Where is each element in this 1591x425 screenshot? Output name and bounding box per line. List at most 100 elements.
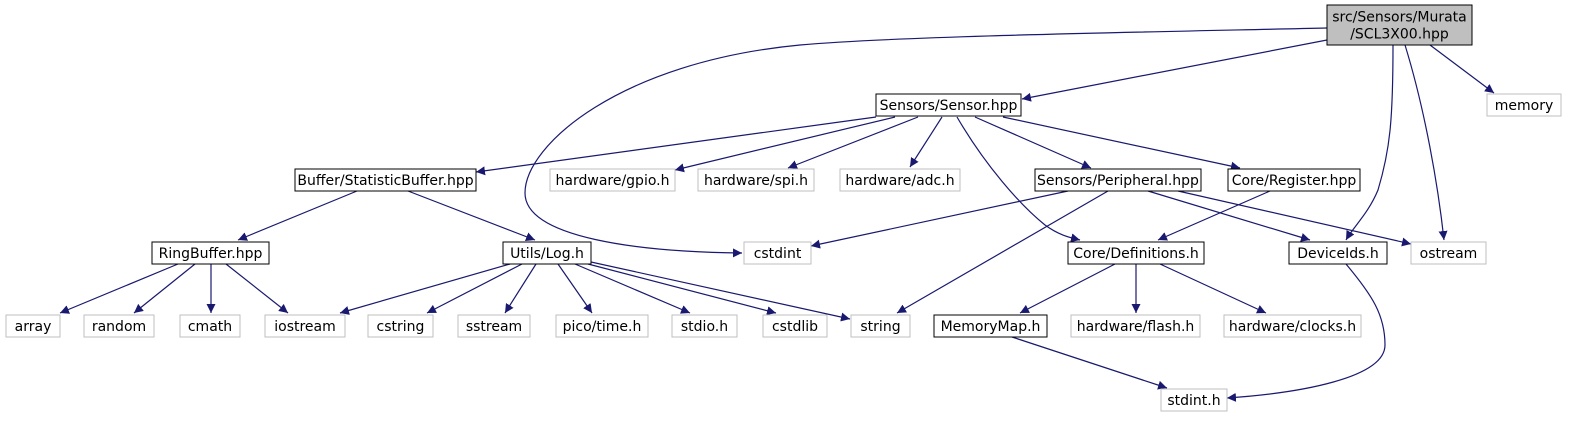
node-label-gpio: hardware/gpio.h [556,173,670,189]
edge-sensor-to-statbuf [475,116,877,176]
edge-log-to-cstdlib [587,263,777,316]
node-label-cstdint: cstdint [754,246,802,262]
node-box-deviceids [1288,241,1388,265]
node-deviceids[interactable]: DeviceIds.h [1288,241,1388,265]
node-box-picotime [555,314,649,338]
node-label-picotime: pico/time.h [563,319,642,335]
node-box-array [5,314,61,338]
node-log[interactable]: Utils/Log.h [502,241,592,265]
node-label-spi: hardware/spi.h [704,173,808,189]
edge-statbuf-to-ringbuffer [237,190,358,241]
node-sstream: sstream [457,314,531,338]
node-register[interactable]: Core/Register.hpp [1227,168,1361,192]
node-label-log: Utils/Log.h [510,246,584,262]
edge-ringbuffer-to-random [133,263,196,314]
node-sensor[interactable]: Sensors/Sensor.hpp [875,93,1022,117]
node-label-cstring: cstring [377,319,425,335]
edge-sensor-to-spi [787,116,919,169]
node-label-root-1: /SCL3X00.hpp [1350,27,1449,43]
edge-log-to-cstring [426,263,523,314]
edge-log-to-string [590,261,851,322]
node-label-root-0: src/Sensors/Murata [1332,10,1467,26]
node-spi: hardware/spi.h [697,168,815,192]
node-label-deviceids: DeviceIds.h [1297,246,1379,262]
node-string: string [850,314,911,338]
edge-peripheral-to-string [896,190,1109,314]
node-box-peripheral [1034,168,1202,192]
node-flash: hardware/flash.h [1070,314,1201,338]
edge-sensor-to-gpio [674,116,896,173]
node-box-cstdint [743,241,812,265]
edge-ringbuffer-to-array [59,263,179,314]
node-box-clocks [1223,314,1362,338]
edge-ringbuffer-to-iostream [225,263,289,314]
node-ostream: ostream [1410,241,1487,265]
node-label-stdio: stdio.h [681,319,728,335]
node-array: array [5,314,61,338]
node-label-flash: hardware/flash.h [1077,319,1195,335]
edge-peripheral-to-deviceids [1147,190,1311,242]
node-box-random [83,314,155,338]
edge-sensor-to-definitions [956,116,1081,243]
edge-root-to-ostream [1404,44,1448,241]
node-statbuf[interactable]: Buffer/StatisticBuffer.hpp [294,168,477,192]
node-peripheral[interactable]: Sensors/Peripheral.hpp [1034,168,1202,192]
node-label-definitions: Core/Definitions.h [1073,246,1199,262]
node-cstring: cstring [367,314,434,338]
node-box-stdio [671,314,738,338]
edge-definitions-to-clocks [1159,263,1267,314]
node-label-stdint: stdint.h [1167,393,1220,409]
node-memorymap[interactable]: MemoryMap.h [933,314,1048,338]
node-box-root [1326,4,1473,46]
edge-log-to-iostream [339,263,511,315]
node-box-spi [697,168,815,192]
node-box-ostream [1410,241,1487,265]
edge-root-to-memory [1429,44,1495,94]
node-definitions[interactable]: Core/Definitions.h [1067,241,1205,265]
node-label-statbuf: Buffer/StatisticBuffer.hpp [297,173,473,189]
node-box-gpio [549,168,676,192]
node-cmath: cmath [179,314,241,338]
edge-log-to-stdio [574,263,691,314]
edge-log-to-picotime [557,263,593,314]
node-root[interactable]: src/Sensors/Murata/SCL3X00.hpp [1326,4,1473,46]
node-clocks: hardware/clocks.h [1223,314,1362,338]
node-label-sensor: Sensors/Sensor.hpp [880,98,1018,114]
node-label-clocks: hardware/clocks.h [1229,319,1356,335]
node-box-cstdlib [762,314,828,338]
node-cstdint: cstdint [743,241,812,265]
node-adc: hardware/adc.h [839,168,961,192]
node-label-ostream: ostream [1420,246,1478,262]
edge-root-to-sensor [1021,39,1328,102]
node-label-sstream: sstream [466,319,522,335]
edge-peripheral-to-cstdint [810,190,1069,249]
node-box-log [502,241,592,265]
node-box-iostream [264,314,346,338]
edge-deviceids-to-stdint [1226,263,1386,402]
node-label-cmath: cmath [188,319,232,335]
node-label-cstdlib: cstdlib [772,319,818,335]
node-box-flash [1070,314,1201,338]
node-label-string: string [860,319,900,335]
node-memory: memory [1486,93,1562,117]
node-label-ringbuffer: RingBuffer.hpp [159,246,263,262]
node-box-definitions [1067,241,1205,265]
edge-root-to-deviceids [1345,44,1394,241]
edge-sensor-to-register [1002,116,1241,171]
edge-peripheral-to-ostream [1177,190,1412,247]
node-stdint: stdint.h [1160,388,1228,412]
node-cstdlib: cstdlib [762,314,828,338]
node-label-memorymap: MemoryMap.h [941,319,1041,335]
edges-layer [59,27,1495,402]
node-gpio: hardware/gpio.h [549,168,676,192]
edge-root-to-cstdint [524,27,1328,258]
edge-sensor-to-adc [909,116,943,168]
node-box-statbuf [294,168,477,192]
node-label-peripheral: Sensors/Peripheral.hpp [1037,173,1199,189]
edge-statbuf-to-log [407,190,536,241]
node-random: random [83,314,155,338]
edge-log-to-sstream [504,263,537,314]
node-ringbuffer[interactable]: RingBuffer.hpp [151,241,270,265]
node-box-memory [1486,93,1562,117]
